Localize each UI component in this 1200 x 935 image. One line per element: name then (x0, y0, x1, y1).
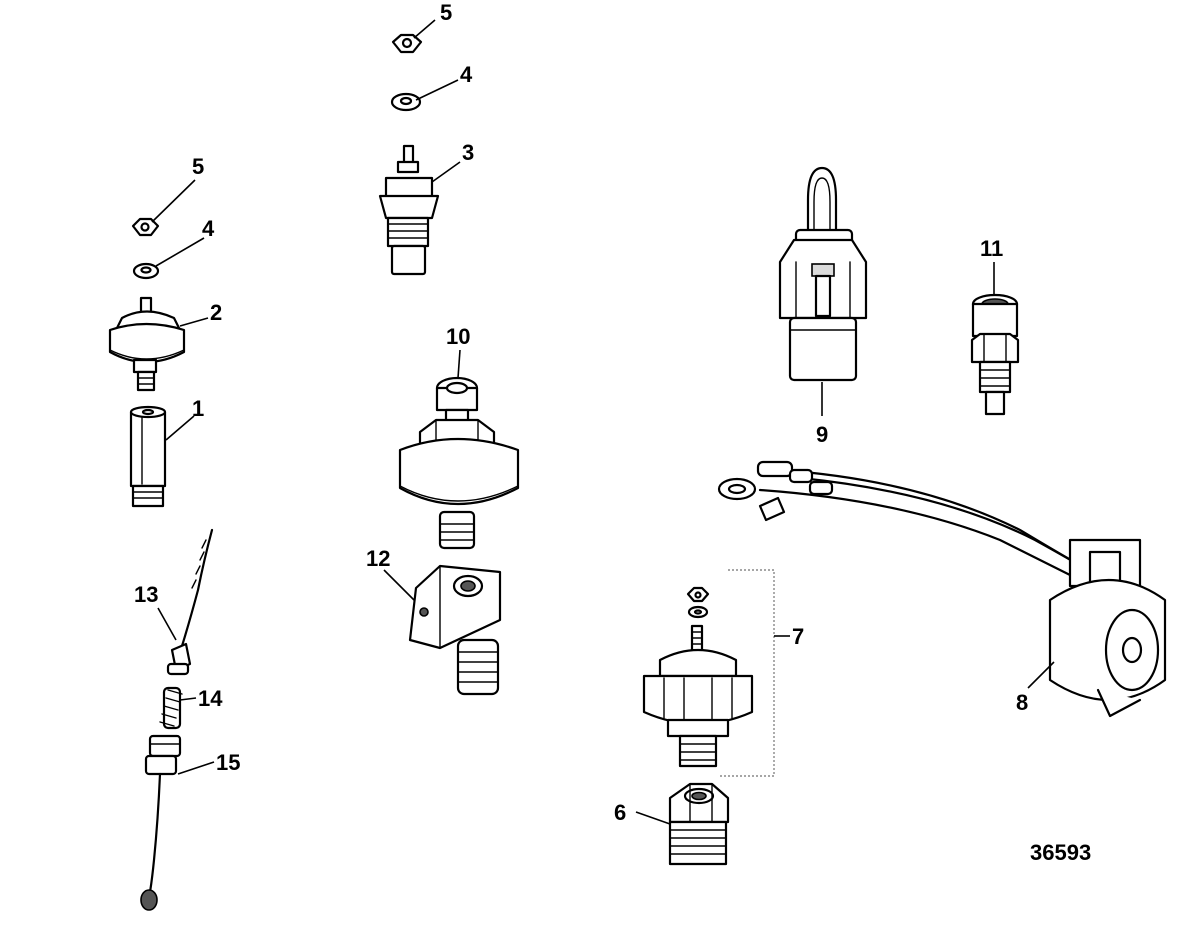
callout-4-upper: 4 (460, 62, 473, 87)
part-5-nut-upper (391, 33, 423, 54)
callout-15: 15 (216, 750, 240, 775)
part-4-washer-upper (390, 92, 422, 112)
part-8-harness-coil (717, 460, 1167, 718)
callout-14: 14 (198, 686, 223, 711)
part-12-elbow-fitting (408, 564, 502, 696)
part-10-knock-sensor (398, 376, 520, 550)
part-7-bracket (720, 569, 775, 777)
callout-6: 6 (614, 800, 626, 825)
part-4-washer-left (132, 262, 160, 280)
leader-lines (151, 19, 1055, 825)
part-6-adaptor (668, 782, 730, 866)
part-2-pressure-switch (108, 296, 186, 392)
part-7-switch-assembly (642, 586, 754, 768)
callout-2: 2 (210, 300, 222, 325)
callout-3: 3 (462, 140, 474, 165)
callout-labels: 5 4 3 5 4 2 1 10 12 9 11 8 7 6 13 14 15 … (134, 0, 1091, 865)
callout-8: 8 (1016, 690, 1028, 715)
callout-5-left: 5 (192, 154, 204, 179)
part-1-adaptor (129, 405, 167, 508)
callout-4-left: 4 (202, 216, 215, 241)
callout-11: 11 (980, 236, 1003, 261)
callout-5-upper: 5 (440, 0, 452, 25)
callout-10: 10 (446, 324, 470, 349)
callout-7: 7 (792, 624, 804, 649)
part-9-connector-switch (778, 166, 868, 382)
callout-12: 12 (366, 546, 390, 571)
part-13-15-probe-assembly (140, 528, 214, 911)
callout-13: 13 (134, 582, 158, 607)
figure-id: 36593 (1030, 840, 1091, 865)
part-5-nut-left (131, 217, 160, 237)
part-11-sender (970, 293, 1020, 416)
callout-1: 1 (192, 396, 204, 421)
part-3-temperature-sender (378, 144, 440, 276)
callout-9: 9 (816, 422, 828, 447)
